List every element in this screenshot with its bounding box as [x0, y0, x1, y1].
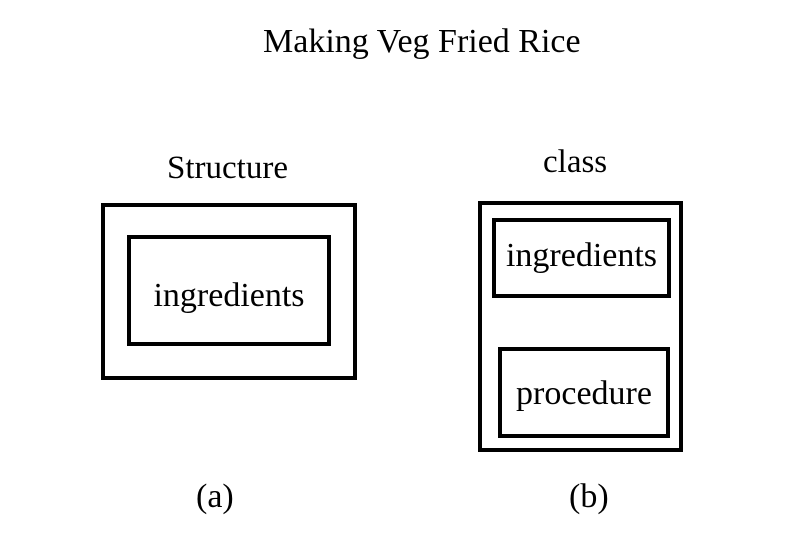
class-ingredients-box: ingredients: [492, 218, 671, 298]
structure-ingredients-box: ingredients: [127, 235, 331, 346]
structure-ingredients-label: ingredients: [153, 277, 305, 314]
class-procedure-label: procedure: [516, 375, 652, 412]
structure-outer-box: ingredients: [101, 203, 357, 380]
diagram-title: Making Veg Fried Rice: [263, 23, 581, 60]
panel-b-heading: class: [543, 144, 608, 180]
panel-a-caption: (a): [196, 478, 234, 515]
class-ingredients-label: ingredients: [505, 237, 658, 274]
class-procedure-box: procedure: [498, 347, 670, 438]
class-outer-box: ingredients procedure: [478, 201, 683, 452]
panel-b-caption: (b): [569, 478, 609, 515]
panel-a-heading: Structure: [167, 150, 288, 186]
